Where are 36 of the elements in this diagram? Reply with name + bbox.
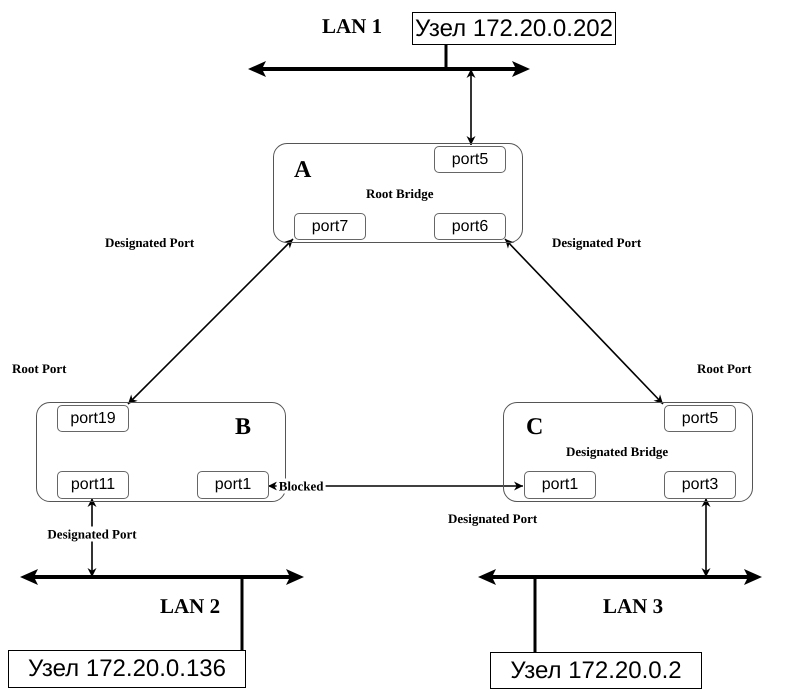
- network-label: LAN 1: [322, 16, 382, 37]
- port-role-label: Designated Port: [448, 512, 538, 525]
- bridge-role: Designated Bridge: [566, 445, 668, 458]
- edge-label: Designated Port: [45, 526, 139, 542]
- port-role-label: Designated Port: [552, 236, 642, 249]
- arrow: [504, 238, 664, 405]
- port-role-label: Designated Port: [105, 236, 194, 249]
- port-box: port3: [664, 471, 736, 499]
- bridge-box: [273, 143, 523, 243]
- connector-line: [444, 45, 448, 69]
- port-box: port11: [57, 471, 129, 499]
- connector-line: [534, 577, 536, 652]
- port-box: port1: [524, 471, 596, 499]
- arrow: [702, 498, 710, 577]
- arrow: [127, 238, 294, 405]
- port-box: port6: [434, 213, 506, 240]
- bridge-box: [503, 402, 753, 502]
- port-box: port5: [434, 146, 506, 173]
- bridge-role: Root Bridge: [366, 187, 434, 200]
- connector-line: [240, 577, 244, 650]
- port-role-label: Root Port: [697, 362, 752, 375]
- host-box: Узел 172.20.0.202: [412, 12, 616, 45]
- port-box: port19: [57, 405, 129, 432]
- bridge-letter: B: [235, 415, 252, 439]
- bridge-letter: A: [294, 158, 312, 182]
- edge-label: Blocked: [276, 478, 326, 494]
- host-box: Узел 172.20.0.2: [490, 652, 702, 689]
- network-label: LAN 2: [160, 596, 220, 617]
- port-box: port1: [197, 471, 269, 499]
- port-box: port7: [294, 213, 366, 240]
- port-box: port5: [664, 405, 736, 432]
- host-box: Узел 172.20.0.136: [8, 650, 246, 688]
- bridge-letter: C: [526, 415, 544, 439]
- port-role-label: Root Port: [12, 362, 67, 375]
- arrow: [466, 69, 476, 145]
- network-label: LAN 3: [603, 596, 664, 617]
